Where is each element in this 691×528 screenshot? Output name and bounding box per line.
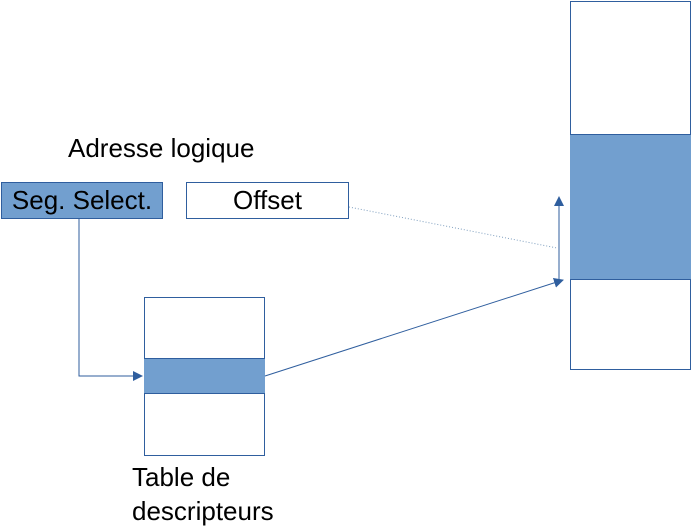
selector-to-table-arrow — [78, 219, 143, 381]
descriptor-entry — [144, 358, 265, 394]
descriptor-to-segment-arrow — [264, 278, 564, 377]
segment-selector-box: Seg. Select. — [1, 182, 163, 219]
offset-label: Offset — [233, 185, 302, 215]
offset-dotted-line — [348, 206, 558, 249]
offset-box: Offset — [186, 182, 349, 219]
descriptor-table-label-line1: Table de — [132, 462, 231, 492]
segment-selector-label: Seg. Select. — [11, 185, 153, 215]
memory-column — [570, 1, 691, 370]
descriptor-table — [144, 297, 265, 456]
memory-segment — [570, 134, 691, 280]
logical-address-title: Adresse logique — [68, 133, 255, 163]
descriptor-table-label-line2: descripteurs — [132, 496, 274, 526]
